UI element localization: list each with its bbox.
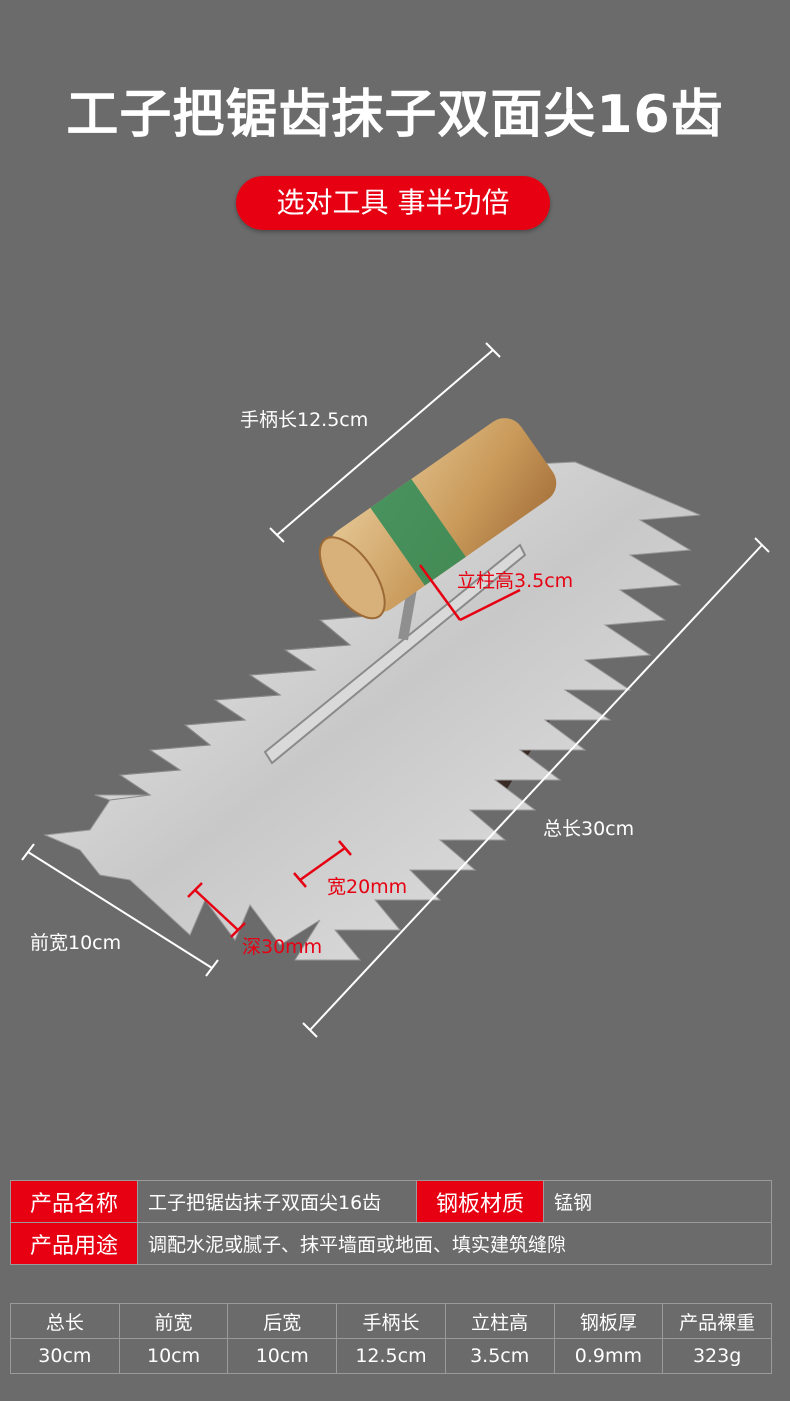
spec-header: 后宽 bbox=[227, 1303, 338, 1339]
table-row: 产品名称 工子把锯齿抹子双面尖16齿 钢板材质 锰钢 bbox=[10, 1180, 772, 1223]
name-value: 工子把锯齿抹子双面尖16齿 bbox=[137, 1180, 417, 1223]
front-width-label: 前宽10cm bbox=[30, 932, 122, 954]
product-image bbox=[21, 342, 770, 1038]
post-height-label: 立柱高3.5cm bbox=[457, 570, 574, 592]
spec-header: 前宽 bbox=[118, 1303, 229, 1339]
tooth-depth-label: 深30mm bbox=[242, 936, 323, 958]
spec-header: 产品裸重 bbox=[662, 1303, 772, 1339]
spec-value: 10cm bbox=[118, 1338, 229, 1374]
spec-value: 0.9mm bbox=[553, 1338, 664, 1374]
center-rail bbox=[263, 543, 527, 765]
spec-header: 手柄长 bbox=[336, 1303, 446, 1339]
product-info-table: 产品名称 工子把锯齿抹子双面尖16齿 钢板材质 锰钢 产品用途 调配水泥或腻子、… bbox=[10, 1180, 772, 1265]
table-row: 30cm 10cm 10cm 12.5cm 3.5cm 0.9mm 323g bbox=[10, 1338, 772, 1374]
slogan-badge: 选对工具 事半功倍 bbox=[236, 176, 550, 230]
dimension-lines bbox=[21, 342, 770, 1038]
name-key: 产品名称 bbox=[10, 1180, 138, 1223]
page-title: 工子把锯齿抹子双面尖16齿 bbox=[66, 85, 724, 145]
tooth-width-label: 宽20mm bbox=[327, 876, 408, 898]
spec-value: 3.5cm bbox=[444, 1338, 555, 1374]
table-row: 产品用途 调配水泥或腻子、抹平墙面或地面、填实建筑缝隙 bbox=[10, 1222, 772, 1265]
spec-value: 12.5cm bbox=[336, 1338, 446, 1374]
spec-header: 立柱高 bbox=[444, 1303, 555, 1339]
use-value: 调配水泥或腻子、抹平墙面或地面、填实建筑缝隙 bbox=[137, 1222, 772, 1265]
spec-header: 总长 bbox=[10, 1303, 120, 1339]
total-length-label: 总长30cm bbox=[543, 818, 635, 840]
spec-value: 30cm bbox=[10, 1338, 120, 1374]
table-row: 总长 前宽 后宽 手柄长 立柱高 钢板厚 产品裸重 bbox=[10, 1303, 772, 1339]
specs-table: 总长 前宽 后宽 手柄长 立柱高 钢板厚 产品裸重 30cm 10cm 10cm… bbox=[10, 1303, 772, 1374]
spec-value: 323g bbox=[662, 1338, 772, 1374]
spec-value: 10cm bbox=[227, 1338, 338, 1374]
material-value: 锰钢 bbox=[543, 1180, 772, 1223]
material-key: 钢板材质 bbox=[416, 1180, 544, 1223]
red-dimension-lines bbox=[187, 564, 521, 938]
wooden-handle bbox=[318, 418, 557, 620]
use-key: 产品用途 bbox=[10, 1222, 138, 1265]
handle-length-label: 手柄长12.5cm bbox=[240, 409, 369, 431]
spec-header: 钢板厚 bbox=[553, 1303, 664, 1339]
